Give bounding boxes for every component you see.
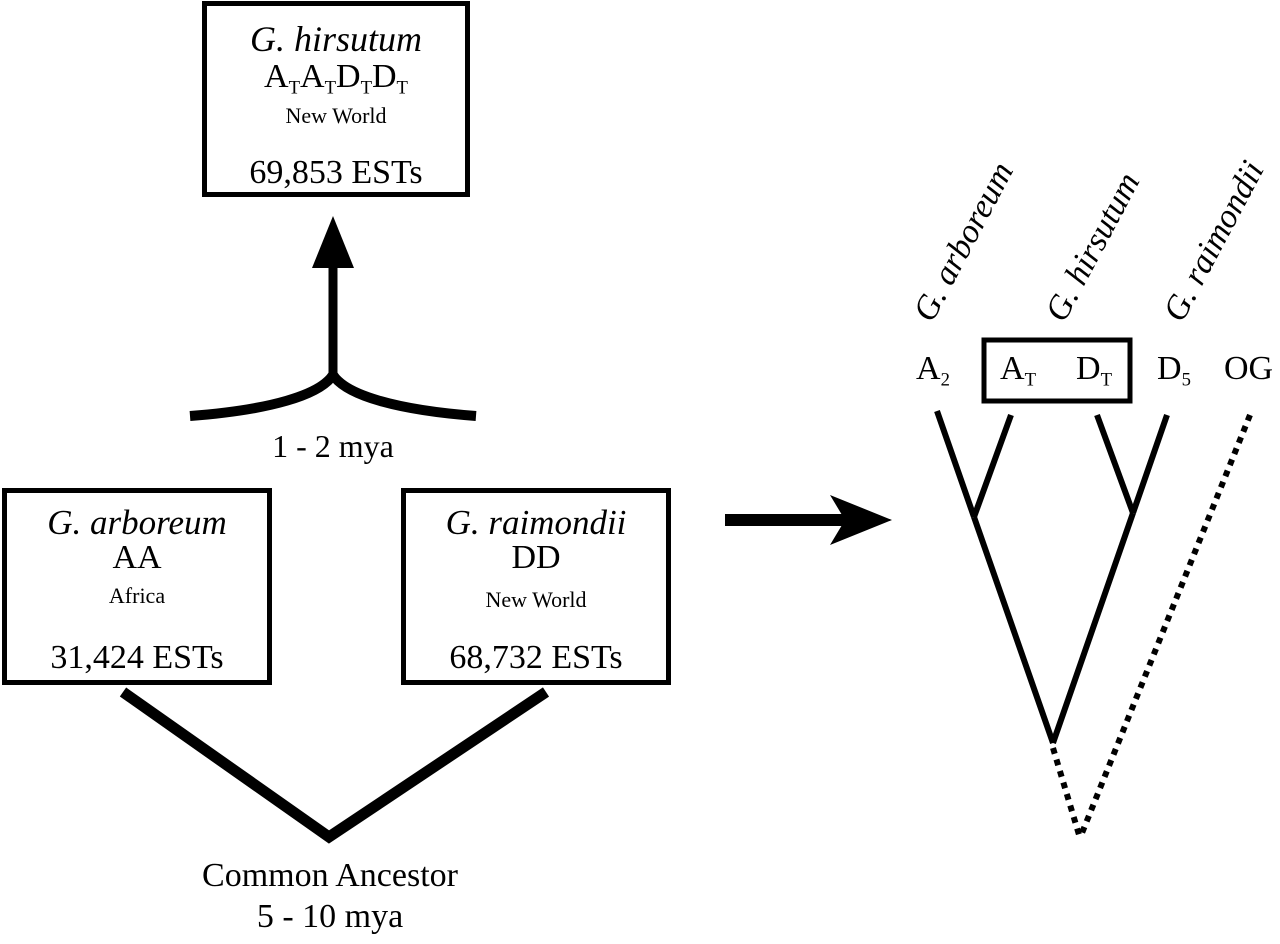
branch-root-dotted bbox=[1050, 747, 1083, 839]
branch-a2 bbox=[934, 410, 977, 518]
hybrid-ests: 69,853 ESTs bbox=[249, 154, 423, 191]
parent-genome: DD bbox=[511, 539, 561, 576]
branch-at bbox=[971, 413, 1014, 519]
branch-d5 bbox=[1130, 414, 1170, 514]
tip-d5: D5 bbox=[1157, 350, 1191, 391]
parent-genome: AA bbox=[112, 539, 162, 576]
genome-letter: A bbox=[300, 58, 325, 95]
genome-letter: D bbox=[336, 58, 361, 95]
hirsutum-subgenome-box bbox=[981, 337, 1133, 404]
genome-subscript: T bbox=[396, 77, 408, 99]
tip-at: AT bbox=[1000, 350, 1036, 391]
polyploidization-time: 1 - 2 mya bbox=[272, 428, 394, 464]
right-arrow-head bbox=[830, 495, 892, 545]
parent-box-arboreum: G. arboreum AA Africa 31,424 ESTs bbox=[2, 488, 272, 685]
tip-og: OG bbox=[1224, 350, 1274, 387]
genome-subscript: T bbox=[288, 77, 301, 99]
ancestor-label: Common Ancestor bbox=[202, 857, 458, 894]
parent-species: G. arboreum bbox=[47, 503, 227, 542]
tip-dt: DT bbox=[1076, 350, 1112, 391]
parent-region: Africa bbox=[108, 583, 166, 608]
branch-a-clade bbox=[971, 516, 1056, 744]
parent-ests: 68,732 ESTs bbox=[449, 639, 623, 676]
right-arrow-shaft bbox=[725, 514, 845, 526]
genome-letter: D bbox=[371, 58, 397, 95]
ancestor-time: 5 - 10 mya bbox=[256, 898, 404, 935]
branch-d-clade bbox=[1050, 512, 1136, 744]
parent-region: New World bbox=[485, 587, 587, 612]
genome-subscript: T bbox=[360, 77, 372, 99]
genome-subscript: T bbox=[324, 77, 336, 99]
phylo-tree bbox=[934, 410, 1253, 840]
parent-box-raimondii: G. raimondii DD New World 68,732 ESTs bbox=[401, 488, 671, 685]
ancestor-v bbox=[119, 687, 550, 844]
hybrid-genome: ATATDTDT bbox=[207, 58, 465, 99]
hybrid-species: G. hirsutum bbox=[249, 19, 423, 59]
branch-og-dotted bbox=[1077, 413, 1253, 840]
parent-ests: 31,424 ESTs bbox=[50, 639, 224, 676]
merge-curve bbox=[189, 365, 477, 421]
hybrid-arrow-head bbox=[312, 216, 354, 268]
branch-dt bbox=[1094, 413, 1136, 515]
tip-a2: A2 bbox=[916, 350, 950, 391]
genome-letter: A bbox=[264, 58, 289, 95]
hybrid-region: New World bbox=[285, 103, 387, 128]
hybrid-box: G. hirsutum ATATDTDT New World 69,853 ES… bbox=[202, 1, 470, 197]
parent-species: G. raimondii bbox=[445, 503, 627, 542]
